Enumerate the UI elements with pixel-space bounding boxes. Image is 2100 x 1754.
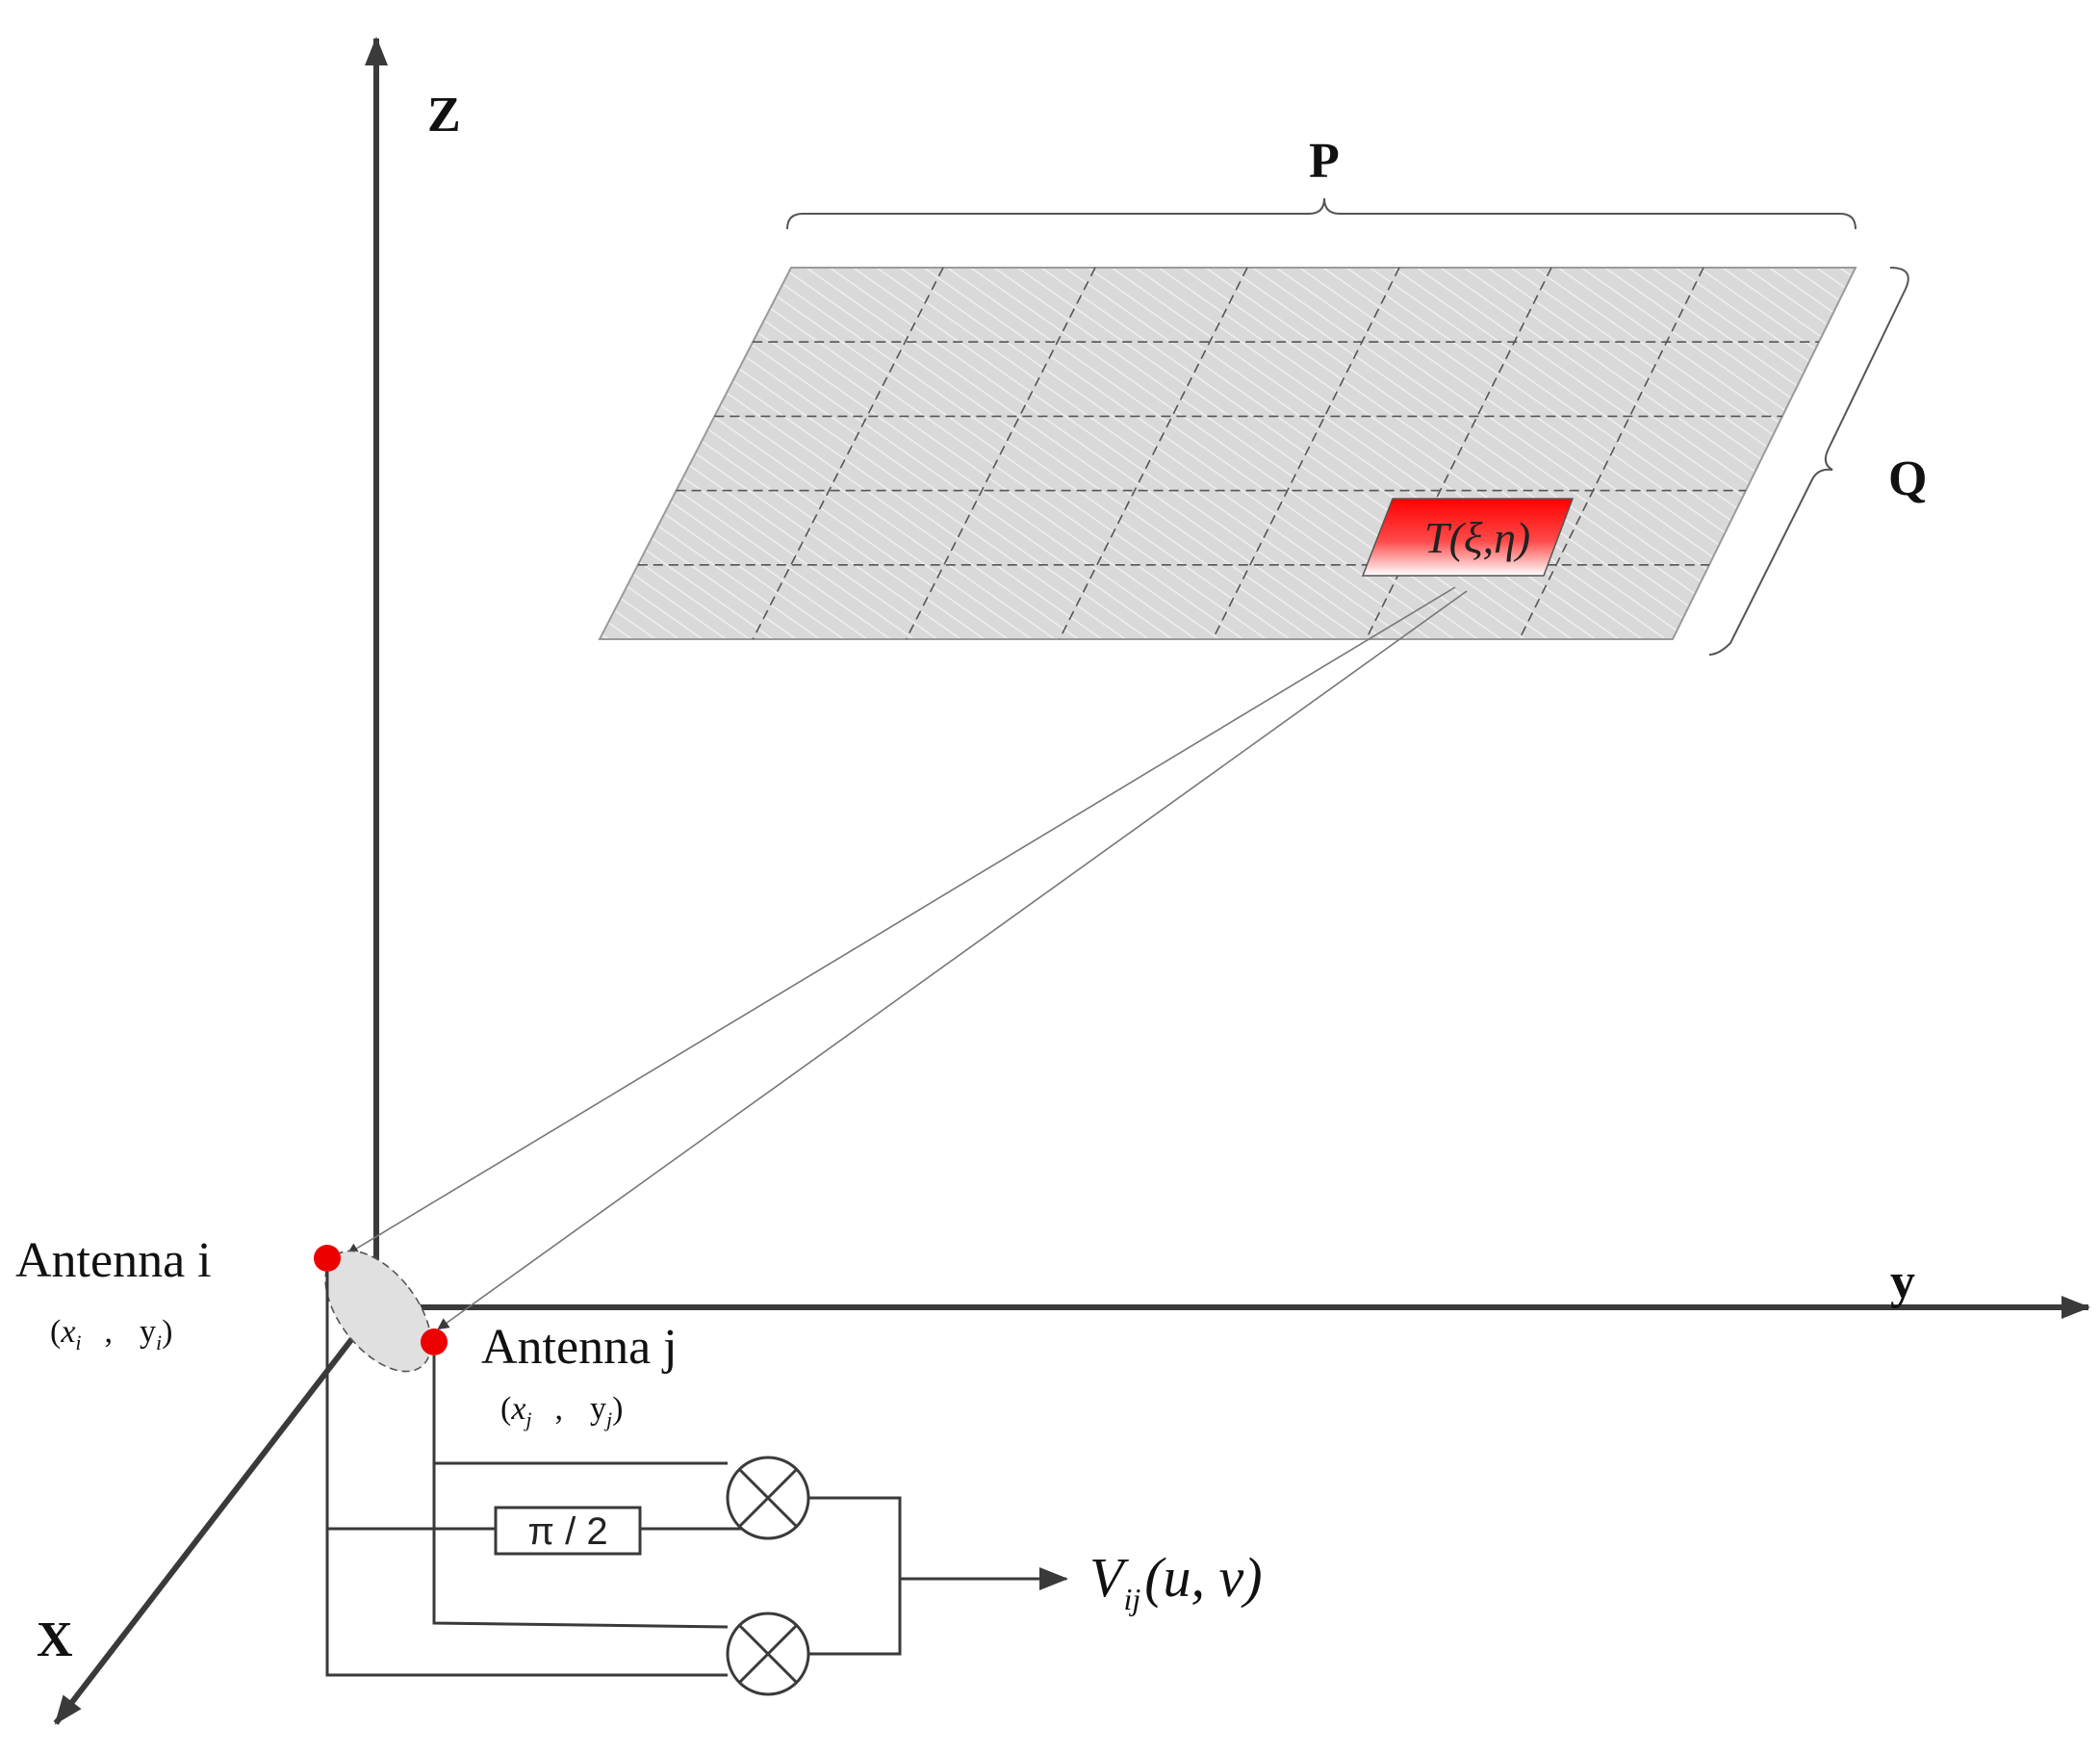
grid-column-line bbox=[1059, 267, 1248, 640]
target-label: T(ξ,η) bbox=[1424, 513, 1530, 562]
z-axis-label: Z bbox=[427, 88, 461, 142]
correlator-circuit bbox=[325, 1272, 1068, 1677]
grid-plane bbox=[598, 267, 1857, 640]
coordinate-axes bbox=[53, 37, 2090, 1725]
y-axis-label: y bbox=[1890, 1254, 1915, 1309]
wire-i-feed bbox=[325, 1272, 728, 1677]
multiplier-bottom-cross-b bbox=[737, 1623, 799, 1685]
sight-line-i bbox=[346, 586, 1456, 1255]
antenna-i-label: Antenna i bbox=[15, 1233, 212, 1288]
width-label: P bbox=[1309, 134, 1340, 189]
grid-lines bbox=[637, 267, 1819, 640]
multiplier-top-cross-b bbox=[737, 1467, 799, 1529]
phase-shifter-label: π / 2 bbox=[527, 1510, 607, 1553]
antenna-i-dot bbox=[314, 1245, 341, 1272]
antenna-j-dot bbox=[421, 1328, 448, 1355]
target-cell-fill bbox=[1361, 498, 1575, 577]
width-brace bbox=[786, 197, 1857, 230]
depth-brace bbox=[1708, 267, 1909, 656]
multiplier-bottom bbox=[726, 1612, 810, 1696]
phase-shifter: π / 2 bbox=[494, 1506, 642, 1556]
baseline-ellipse bbox=[324, 1250, 432, 1373]
lines-of-sight bbox=[346, 586, 1468, 1330]
antenna-i-coords: (xi,yi) bbox=[50, 1314, 173, 1354]
sight-line-j bbox=[437, 590, 1468, 1330]
phase-shifter-box bbox=[494, 1506, 642, 1556]
antenna-j-coords: (xj,yj) bbox=[500, 1391, 624, 1432]
grid-column-line bbox=[1518, 267, 1704, 640]
wire-mult1-out bbox=[808, 1496, 902, 1656]
x-axis-label: X bbox=[37, 1612, 73, 1667]
source-grid: T(ξ,η) P Q bbox=[598, 134, 1927, 656]
grid-column-line bbox=[1212, 267, 1400, 640]
antenna-j: Antenna j (xj,yj) bbox=[421, 1320, 678, 1432]
wire-j-feed bbox=[432, 1355, 729, 1629]
depth-label: Q bbox=[1888, 451, 1927, 506]
grid-column-line bbox=[752, 267, 944, 640]
grid-column-line bbox=[1365, 267, 1552, 640]
multiplier-top bbox=[726, 1456, 810, 1540]
visibility-output-label: Vij(u, v) bbox=[1089, 1546, 1263, 1616]
grid-column-line bbox=[905, 267, 1096, 640]
antenna-j-label: Antenna j bbox=[481, 1320, 678, 1375]
x-axis bbox=[53, 1305, 379, 1725]
antenna-i: Antenna i (xi,yi) bbox=[15, 1233, 341, 1354]
target-cell: T(ξ,η) bbox=[1361, 498, 1575, 577]
